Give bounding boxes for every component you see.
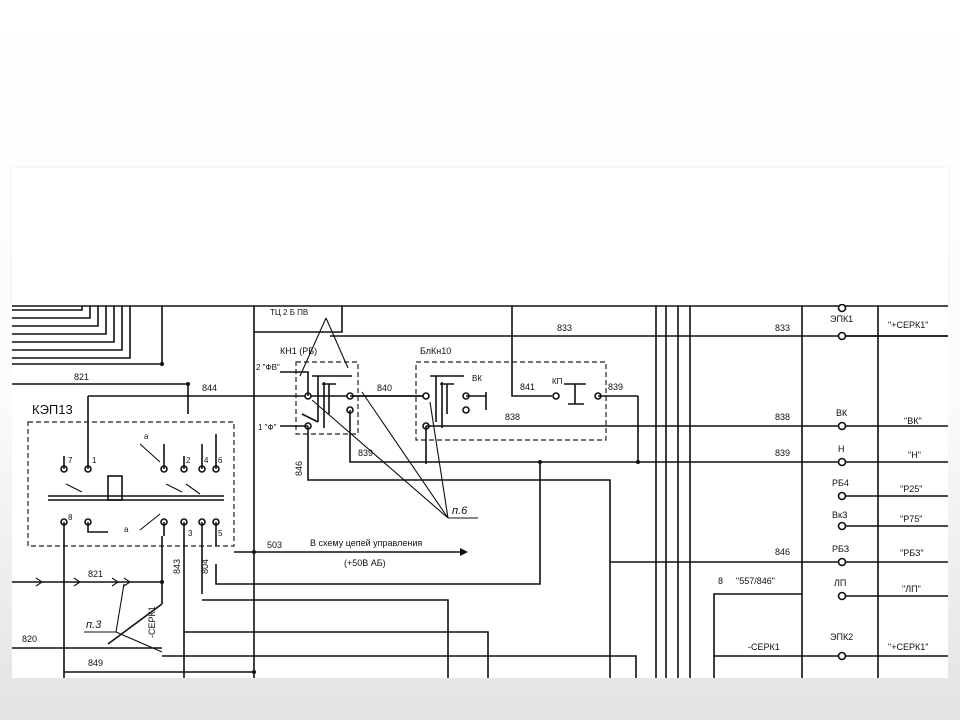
wire-8-right: [713, 593, 802, 678]
pin-1f-label: 1 "Ф": [258, 423, 277, 432]
junction-dots: [160, 362, 640, 674]
signal-sebpk1-top: "+СЕРК1": [888, 320, 928, 330]
signal-rb3: "РБЗ": [900, 548, 924, 558]
wire-label-820: 820: [22, 634, 37, 644]
bk-small-label: ВК: [472, 374, 482, 383]
wire-sebpk: [107, 536, 163, 645]
relay-vk3: ВкЗ: [832, 510, 847, 520]
right-relay-column: [837, 304, 948, 661]
pin-fb-label: 2 "ФВ": [256, 363, 280, 372]
wire-label-839-right: 839: [775, 448, 790, 458]
wire-label-503: 503: [267, 540, 282, 550]
contact-7: 7: [68, 456, 73, 465]
kp-label: КП: [552, 377, 563, 386]
relay-epk1: ЭПК1: [830, 314, 853, 324]
wire-label-8: 8: [718, 576, 723, 586]
wire-bottom-280: [215, 464, 541, 585]
wire-821-arrows: [35, 577, 131, 587]
kep13-dashed-box: [27, 421, 235, 547]
bkn10-out: [466, 392, 487, 410]
wire-top-box: [253, 306, 343, 333]
kn1-label: КН1 (РБ): [280, 346, 317, 356]
ref-p3: п.3: [86, 619, 102, 631]
wire-label-838: 838: [505, 412, 520, 422]
block-title-kep13: КЭП13: [32, 402, 73, 417]
wire-label-838-right: 838: [775, 412, 790, 422]
mid-label-sebpk: -СЕРК1: [748, 642, 780, 652]
relay-epk2: ЭПК2: [830, 632, 853, 642]
kn1-wires: [280, 371, 611, 678]
contact-5: 5: [218, 529, 223, 538]
contact-1: 1: [92, 456, 97, 465]
wire-label-849: 849: [88, 658, 103, 668]
wire-label-821-bottom: 821: [88, 569, 103, 579]
vertical-bus-lines: [655, 306, 879, 678]
arrow-503-icon: [460, 548, 468, 556]
schematic-area: ТЦ 2 Б ПВ 833 833 821 844 КЭП13 7 1 2 4 …: [12, 304, 948, 678]
contact-2: 2: [186, 456, 191, 465]
wire-label-833-top: 833: [557, 323, 572, 333]
kn1-dashed-box: [295, 361, 359, 435]
mid-label-557: "557/846": [736, 576, 775, 586]
wire-bottom-352: [162, 655, 637, 678]
relay-vk: ВК: [836, 408, 848, 418]
wire-label-839-top: 839: [608, 382, 623, 392]
wire-841: [511, 306, 552, 397]
wire-label-804: 804: [200, 559, 210, 574]
wire-bottom-328: [184, 631, 489, 678]
wire-label-833-right: 833: [775, 323, 790, 333]
relay-rb3: РБЗ: [832, 544, 849, 554]
wire-label-844: 844: [202, 383, 217, 393]
wire-838: [425, 425, 948, 464]
ref-p6: п.6: [452, 505, 468, 517]
bkn10-label: БлКн10: [420, 346, 451, 356]
signal-vk: "ВК": [904, 416, 922, 426]
contact-a-bottom: а: [124, 525, 129, 534]
circuit-schematic: ТЦ 2 Б ПВ 833 833 821 844 КЭП13 7 1 2 4 …: [12, 304, 948, 678]
signal-lp: "ЛП": [902, 584, 921, 594]
sebpk-vertical-label: -СЕРК1: [147, 606, 157, 638]
slide-blank-panel: [12, 168, 948, 304]
relay-lp: ЛП: [834, 578, 846, 588]
wire-label-839: 839: [358, 448, 373, 458]
kn1-leaders: [299, 317, 349, 377]
wire-840-839: [349, 395, 948, 463]
signal-r75: "Р75": [900, 514, 922, 524]
kn1-button-contacts: [301, 375, 354, 430]
bkn10-dashed-box: [415, 361, 607, 441]
wire-label-846-right: 846: [775, 547, 790, 557]
control-circuit-note: В схему цепей управления: [310, 538, 422, 548]
voltage-note: (+50В АБ): [344, 558, 386, 568]
kp-button-icon: [564, 383, 586, 405]
wire-label-840: 840: [377, 383, 392, 393]
contact-8: 8: [68, 513, 73, 522]
relay-n: Н: [838, 444, 845, 454]
signal-r25: "Р25": [900, 484, 922, 494]
kep13-contacts: [48, 434, 224, 678]
contact-6: 6: [218, 456, 223, 465]
truncated-top-label: ТЦ 2 Б ПВ: [270, 308, 308, 317]
wire-bottom-296: [202, 599, 449, 678]
kp-node-left: [552, 392, 560, 400]
wire-label-841: 841: [520, 382, 535, 392]
contact-3: 3: [188, 529, 193, 538]
relay-rb4: РБ4: [832, 478, 849, 488]
wire-label-821-top: 821: [74, 372, 89, 382]
contact-4: 4: [204, 456, 209, 465]
signal-n: "Н": [908, 450, 921, 460]
left-stepped-bus: [12, 306, 163, 364]
contact-a-top: а: [144, 432, 149, 441]
wire-label-846-vert: 846: [294, 461, 304, 476]
signal-sebpk1-bottom: "+СЕРК1": [888, 642, 928, 652]
ref-p6-leaders: [311, 391, 478, 519]
wire-label-843: 843: [172, 559, 182, 574]
